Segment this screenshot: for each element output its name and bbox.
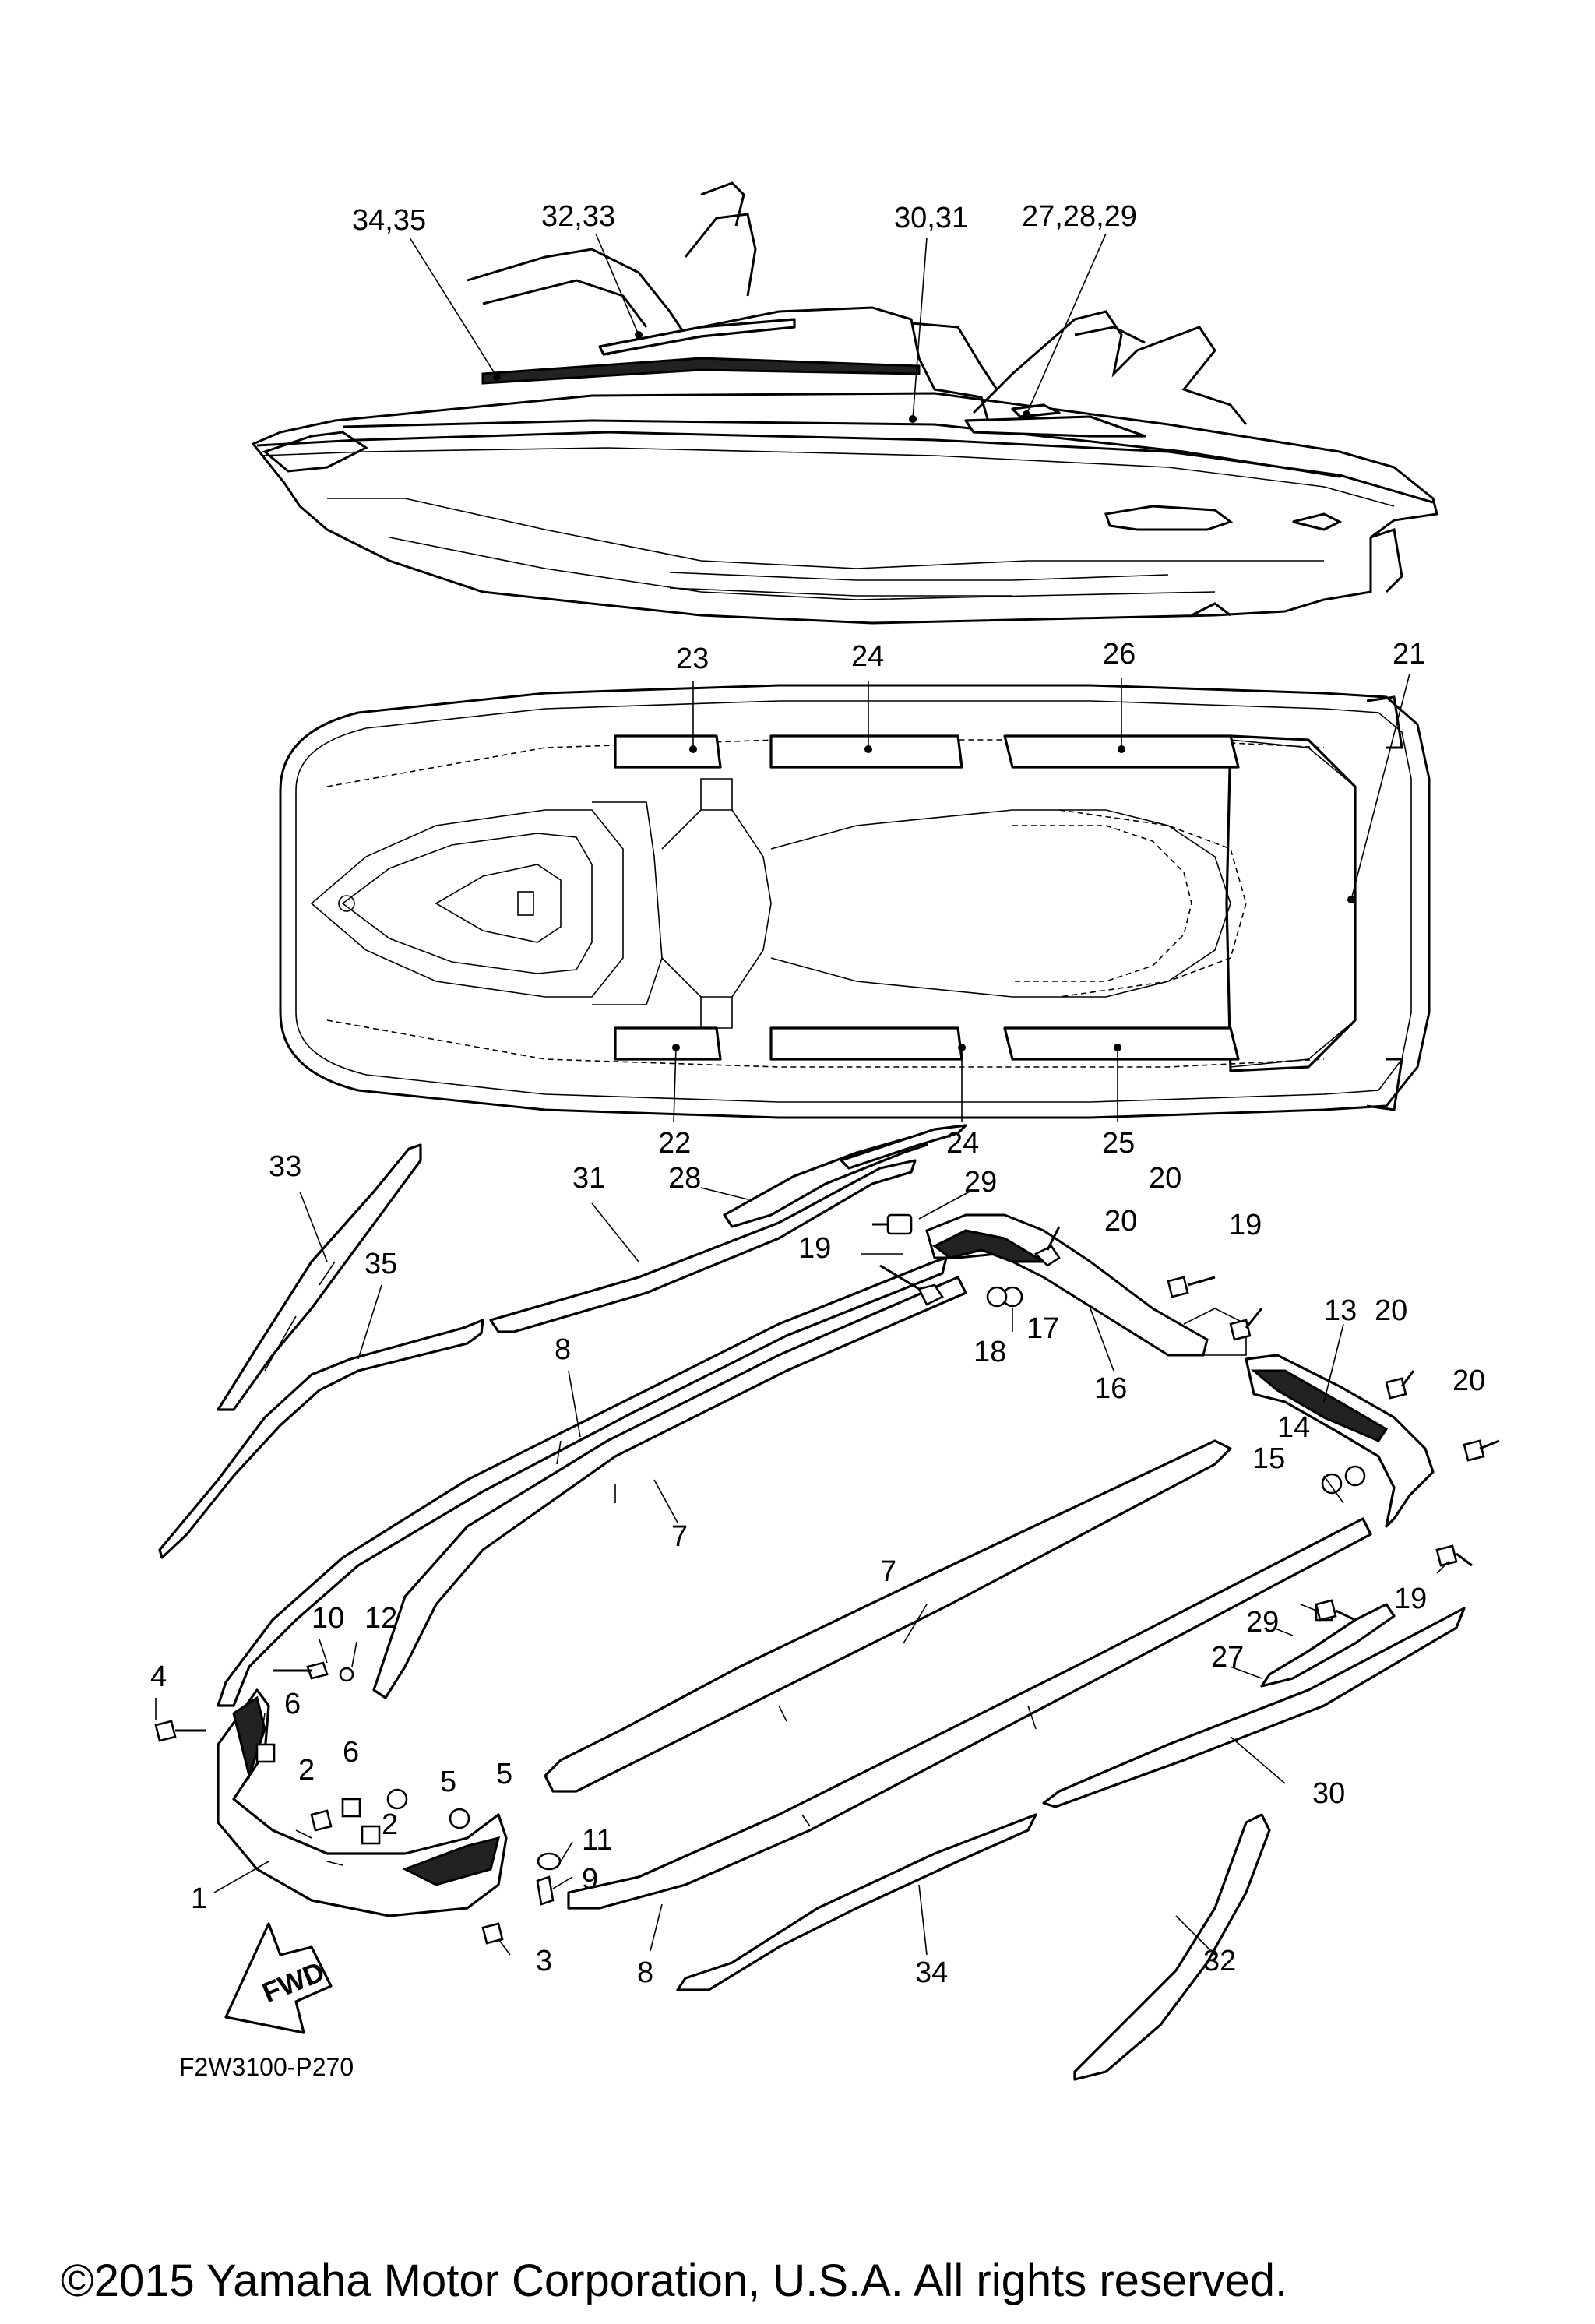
- callout-27-28-29: 27,28,29: [1022, 200, 1137, 233]
- callout-7-left: 7: [671, 1520, 688, 1553]
- callout-4: 4: [150, 1660, 167, 1693]
- callout-22: 22: [658, 1127, 691, 1160]
- callout-8-top: 8: [555, 1333, 571, 1366]
- decal-33: [217, 1143, 422, 1411]
- exploded-leaders: [155, 1187, 1449, 1956]
- callout-20-a: 20: [1149, 1162, 1181, 1195]
- callout-24-bottom: 24: [946, 1127, 979, 1160]
- callout-16: 16: [1094, 1372, 1127, 1405]
- drawing-code: F2W3100-P270: [179, 2053, 354, 2081]
- top-view-labels: 23 24 26 21 22 24 25: [658, 638, 1425, 1160]
- callout-25: 25: [1102, 1127, 1135, 1160]
- callout-17: 17: [1026, 1312, 1059, 1345]
- callout-9: 9: [582, 1863, 598, 1896]
- callout-2-b: 2: [382, 1808, 398, 1841]
- callout-29-b: 29: [1246, 1606, 1279, 1639]
- callout-5-b: 5: [496, 1758, 512, 1791]
- callout-35: 35: [364, 1248, 397, 1280]
- side-view-labels: 34,35 32,33 30,31 27,28,29: [352, 200, 1137, 237]
- side-view-leaders: [409, 233, 1107, 423]
- top-view-leaders: [672, 673, 1410, 1122]
- callout-8-bottom: 8: [637, 1956, 653, 1989]
- callout-2-a: 2: [298, 1754, 315, 1787]
- callout-13: 13: [1324, 1294, 1357, 1327]
- exploded-labels: 33 31 28 29 20 20 19 19 35 18 17 16 13 2…: [150, 1150, 1485, 1989]
- callout-30-31: 30,31: [894, 202, 968, 234]
- callout-18: 18: [974, 1336, 1006, 1368]
- callout-20-d: 20: [1452, 1364, 1485, 1397]
- callout-20-b: 20: [1104, 1205, 1137, 1238]
- callout-1: 1: [191, 1882, 207, 1915]
- bumper-8-right: [567, 1517, 1372, 1910]
- callout-12: 12: [364, 1602, 397, 1635]
- callout-5-a: 5: [440, 1766, 456, 1798]
- callout-24-top: 24: [851, 640, 884, 673]
- copyright-notice: ©2015 Yamaha Motor Corporation, U.S.A. A…: [61, 2255, 1287, 2306]
- callout-19-b: 19: [1229, 1209, 1262, 1241]
- callout-19-a: 19: [798, 1232, 831, 1265]
- decal-35: [158, 1319, 484, 1559]
- callout-6-b: 6: [343, 1736, 359, 1769]
- callout-6-a: 6: [284, 1688, 301, 1720]
- top-view-watercraft: [279, 684, 1431, 1119]
- callout-23: 23: [676, 643, 709, 675]
- bumper-7-left: [372, 1276, 967, 1699]
- callout-34-35: 34,35: [352, 204, 426, 237]
- callout-7-right: 7: [880, 1555, 896, 1588]
- bumper-7-right: [544, 1439, 1232, 1793]
- callout-29-a: 29: [964, 1166, 997, 1199]
- callout-31: 31: [572, 1162, 605, 1195]
- fasteners: [154, 1213, 1500, 1945]
- exploded-parts: [158, 1124, 1466, 2081]
- callout-11: 11: [582, 1824, 612, 1857]
- callout-14: 14: [1277, 1411, 1310, 1444]
- callout-32-33: 32,33: [541, 200, 615, 233]
- decal-34: [676, 1813, 1037, 1991]
- callout-20-c: 20: [1375, 1294, 1407, 1327]
- callout-26: 26: [1103, 638, 1136, 671]
- decal-30: [1042, 1607, 1466, 1808]
- decal-31: [489, 1159, 917, 1333]
- callout-27: 27: [1211, 1641, 1244, 1674]
- callout-15: 15: [1252, 1442, 1285, 1475]
- decal-27: [1260, 1603, 1396, 1688]
- callout-30: 30: [1312, 1777, 1345, 1810]
- callout-21: 21: [1393, 638, 1425, 671]
- callout-32: 32: [1203, 1945, 1236, 1977]
- fwd-arrow: FWD: [224, 1922, 333, 2034]
- callout-34: 34: [915, 1956, 948, 1989]
- callout-28: 28: [668, 1162, 701, 1195]
- callout-10: 10: [312, 1602, 344, 1635]
- bumper-8-left: [217, 1256, 948, 1707]
- side-view-watercraft: [251, 181, 1438, 625]
- callout-33: 33: [269, 1150, 301, 1183]
- callout-3: 3: [536, 1945, 552, 1977]
- decal-32: [1073, 1813, 1271, 2081]
- callout-19-c: 19: [1394, 1583, 1427, 1615]
